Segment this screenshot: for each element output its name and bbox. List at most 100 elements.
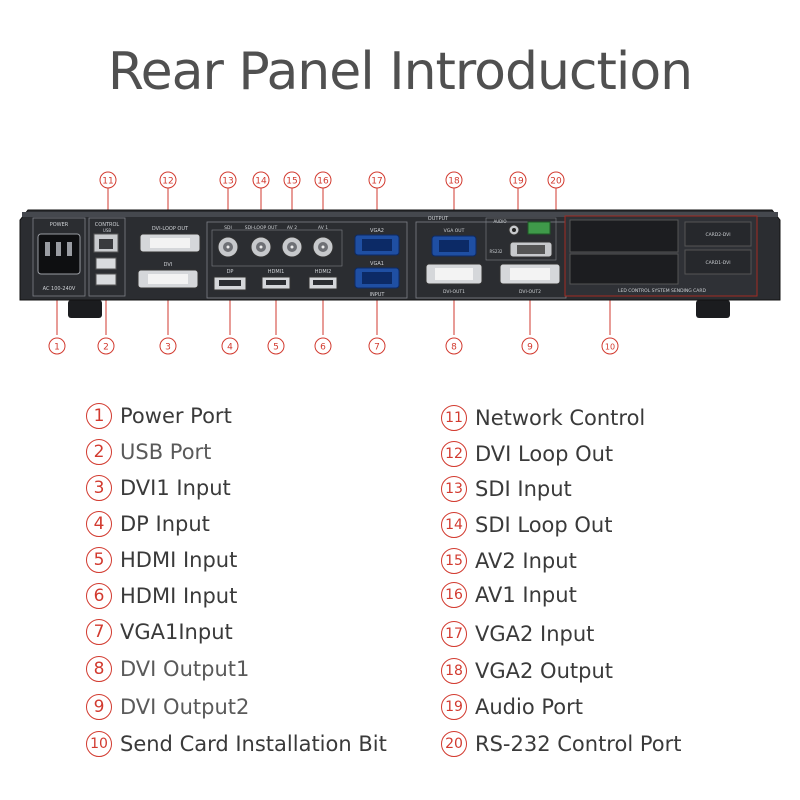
legend-label: AV1 Input — [475, 583, 577, 607]
callout-16: 16 — [317, 177, 329, 187]
legend-label: SDI Loop Out — [475, 513, 613, 537]
legend-num: 15 — [441, 548, 467, 574]
legend-item-13: 13 SDI Input — [441, 474, 572, 504]
callout-9: 9 — [527, 343, 533, 353]
svg-text:INPUT: INPUT — [370, 292, 386, 298]
svg-text:VGA1: VGA1 — [370, 261, 384, 267]
svg-text:LED CONTROL SYSTEM SENDING CAR: LED CONTROL SYSTEM SENDING CARD — [618, 288, 707, 294]
sdi-input-connector — [217, 236, 239, 258]
callout-20: 20 — [550, 177, 562, 187]
legend-item-11: 11 Network Control — [441, 403, 645, 433]
legend-num: 16 — [441, 582, 467, 608]
svg-text:AV 1: AV 1 — [318, 225, 328, 231]
callout-7: 7 — [374, 343, 380, 353]
usb-port-2 — [95, 273, 117, 286]
legend-item-6: 6 HDMI Input — [86, 581, 237, 611]
legend-label: VGA2 Input — [475, 622, 595, 646]
callout-4: 4 — [227, 343, 233, 353]
callout-11: 11 — [102, 177, 113, 187]
sdi-loop-out-connector — [250, 236, 272, 258]
foot-right — [696, 300, 730, 318]
callout-3: 3 — [165, 343, 171, 353]
legend-num: 18 — [441, 658, 467, 684]
svg-text:SDI-LOOP OUT: SDI-LOOP OUT — [245, 225, 278, 231]
legend-label: DVI Output1 — [120, 657, 250, 681]
legend-item-5: 5 HDMI Input — [86, 545, 237, 575]
callout-19: 19 — [512, 177, 524, 187]
legend-item-15: 15 AV2 Input — [441, 546, 577, 576]
control-label: CONTROL — [95, 222, 120, 228]
svg-text:HDMI1: HDMI1 — [268, 269, 285, 275]
legend-label: DVI Loop Out — [475, 442, 614, 466]
page-title: Rear Panel Introduction — [107, 42, 693, 102]
legend-num: 12 — [441, 441, 467, 467]
svg-text:HDMI2: HDMI2 — [315, 269, 332, 275]
callout-2: 2 — [103, 343, 109, 353]
power-label: POWER — [50, 222, 69, 228]
legend-num: 17 — [441, 621, 467, 647]
ac-label: AC 100-240V — [43, 286, 76, 292]
svg-text:VGA OUT: VGA OUT — [444, 228, 465, 234]
svg-text:DVI-OUT2: DVI-OUT2 — [519, 289, 541, 295]
legend-label: HDMI Input — [120, 548, 238, 572]
rear-panel-svg: POWER AC 100-240V CONTROL USB DVI-LOOP O… — [19, 171, 781, 355]
callout-1: 1 — [54, 343, 60, 353]
legend-num: 19 — [441, 694, 467, 720]
svg-text:DVI: DVI — [164, 262, 173, 268]
legend-label: DVI1 Input — [120, 476, 231, 500]
legend-label: DP Input — [120, 512, 210, 536]
bottom-callouts: 1 2 3 4 5 6 7 8 9 10 — [48, 337, 619, 355]
legend-num: 2 — [86, 439, 112, 465]
legend-num: 11 — [441, 405, 467, 431]
svg-text:CARD1-DVI: CARD1-DVI — [705, 260, 730, 266]
svg-text:DVI-LOOP OUT: DVI-LOOP OUT — [152, 226, 189, 232]
svg-text:CARD2-DVI: CARD2-DVI — [705, 232, 730, 238]
legend-label: VGA1Input — [120, 620, 233, 644]
legend-label: Network Control — [475, 406, 646, 430]
usb-port-1 — [95, 257, 117, 270]
legend-num: 14 — [441, 512, 467, 538]
legend-num: 13 — [441, 476, 467, 502]
card2-slot — [684, 221, 752, 247]
legend-num: 10 — [86, 731, 112, 757]
callout-13: 13 — [222, 177, 233, 187]
legend-item-16: 16 AV1 Input — [441, 580, 577, 610]
rear-panel-figure: POWER AC 100-240V CONTROL USB DVI-LOOP O… — [0, 150, 800, 370]
svg-text:DP: DP — [227, 269, 234, 275]
legend-num: 4 — [86, 511, 112, 537]
legend-label: AV2 Input — [475, 549, 577, 573]
legend-label: SDI Input — [475, 477, 572, 501]
legend-num: 20 — [441, 731, 467, 757]
legend-num: 5 — [86, 547, 112, 573]
av1-connector — [312, 236, 334, 258]
foot-left — [68, 300, 102, 318]
card1-slot — [684, 249, 752, 275]
svg-text:AUDIO: AUDIO — [493, 219, 506, 224]
legend-num: 9 — [86, 694, 112, 720]
legend-num: 6 — [86, 583, 112, 609]
av2-connector — [281, 236, 303, 258]
top-callouts: 11 12 13 14 15 16 17 18 19 20 — [99, 171, 565, 189]
rs232-terminal — [527, 221, 551, 235]
svg-text:DVI-OUT1: DVI-OUT1 — [443, 289, 465, 295]
svg-text:SDI: SDI — [224, 225, 232, 231]
callout-18: 18 — [448, 177, 460, 187]
legend-item-12: 12 DVI Loop Out — [441, 439, 613, 469]
svg-text:RS232: RS232 — [490, 249, 503, 254]
svg-text:OUTPUT: OUTPUT — [428, 216, 449, 222]
legend-label: HDMI Input — [120, 584, 238, 608]
callout-10: 10 — [605, 343, 615, 352]
callout-12: 12 — [162, 177, 173, 187]
callout-8: 8 — [451, 343, 457, 353]
svg-text:VGA2: VGA2 — [370, 228, 384, 234]
svg-text:AV 2: AV 2 — [287, 225, 297, 231]
callout-6: 6 — [320, 343, 326, 353]
legend-num: 1 — [86, 403, 112, 429]
